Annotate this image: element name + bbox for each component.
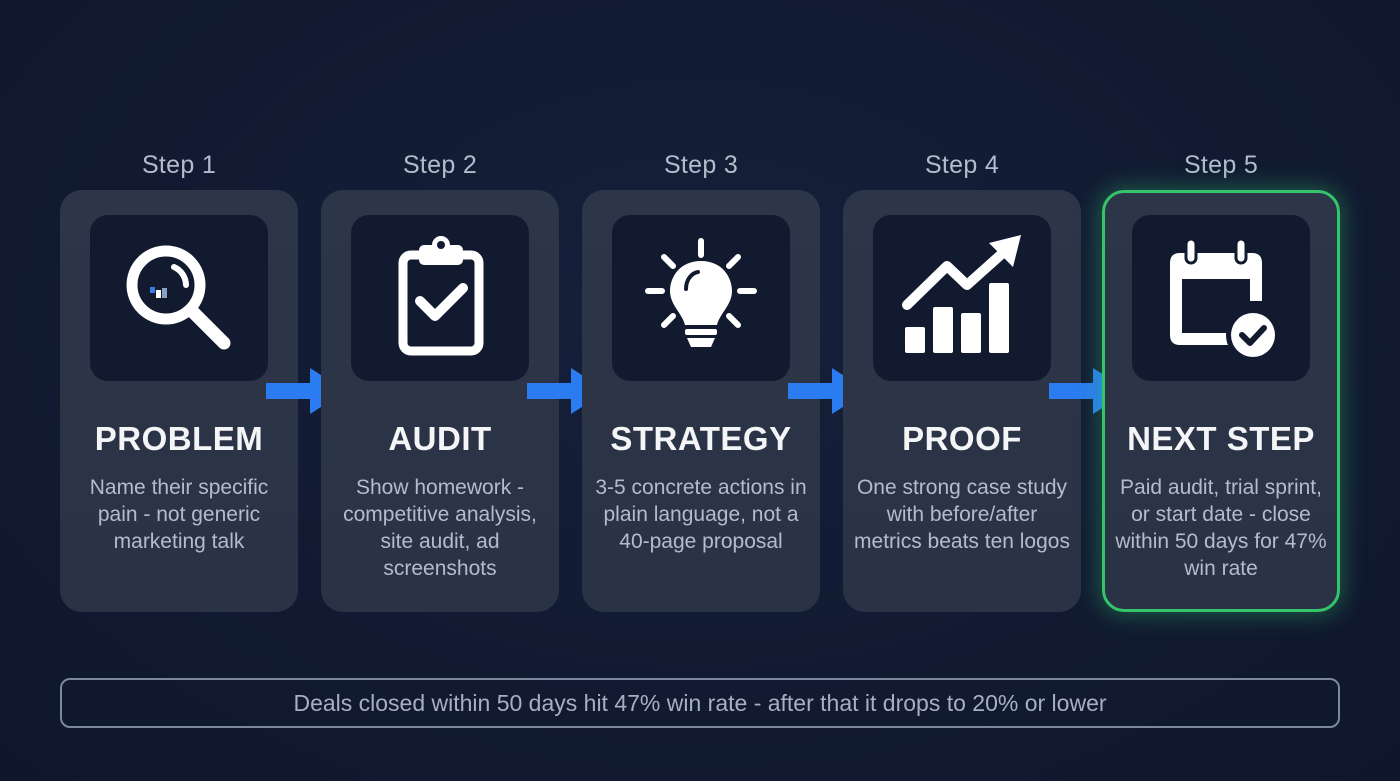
step-3: Step 3 STRATEGY 3-5 concrete a — [582, 148, 820, 612]
icon-container — [1132, 215, 1310, 381]
step-card-problem: PROBLEM Name their specific pain - not g… — [60, 190, 298, 612]
step-card-strategy: STRATEGY 3-5 concrete actions in plain l… — [582, 190, 820, 612]
step-description: Show homework - competitive analysis, si… — [343, 476, 537, 580]
footer-text: Deals closed within 50 days hit 47% win … — [293, 689, 1107, 716]
step-title: PROOF — [902, 420, 1022, 457]
step-card-proof: PROOF One strong case study with before/… — [843, 190, 1081, 612]
step-title: NEXT STEP — [1127, 420, 1315, 457]
icon-container — [90, 215, 268, 381]
step-title: STRATEGY — [610, 420, 792, 457]
clipboard-check-icon — [398, 236, 484, 356]
lightbulb-icon — [645, 238, 757, 347]
icon-container — [612, 215, 790, 381]
step-2: Step 2 AUDIT Show homework - competitive… — [321, 148, 559, 612]
growth-chart-icon — [902, 235, 1021, 353]
step-label: Step 4 — [924, 151, 1000, 179]
step-description: One strong case study with before/after … — [854, 476, 1070, 553]
step-card-audit: AUDIT Show homework - competitive analys… — [321, 190, 559, 612]
footer-banner: Deals closed within 50 days hit 47% win … — [60, 678, 1340, 728]
step-title: PROBLEM — [94, 420, 264, 457]
step-card-next-step: NEXT STEP Paid audit, trial sprint, or s… — [1102, 190, 1340, 612]
step-4: Step 4 PROOF One strong case study with … — [843, 148, 1081, 612]
icon-container — [873, 215, 1051, 381]
step-description: Paid audit, trial sprint, or start date … — [1115, 476, 1327, 580]
magnifying-glass-icon — [126, 245, 231, 350]
step-label: Step 5 — [1183, 151, 1259, 179]
icon-container — [351, 215, 529, 381]
calendar-check-icon — [1170, 237, 1280, 362]
step-1: Step 1 PROBLEM Name their specific pain … — [60, 148, 298, 612]
step-description: Name their specific pain - not generic m… — [89, 476, 269, 553]
step-label: Step 2 — [402, 151, 478, 179]
step-title: AUDIT — [388, 420, 492, 457]
step-5: Step 5 NEXT STEP Paid audit, trial sprin… — [1102, 148, 1340, 612]
step-label: Step 3 — [663, 151, 739, 179]
step-label: Step 1 — [141, 151, 217, 179]
step-description: 3-5 concrete actions in plain language, … — [595, 476, 807, 553]
